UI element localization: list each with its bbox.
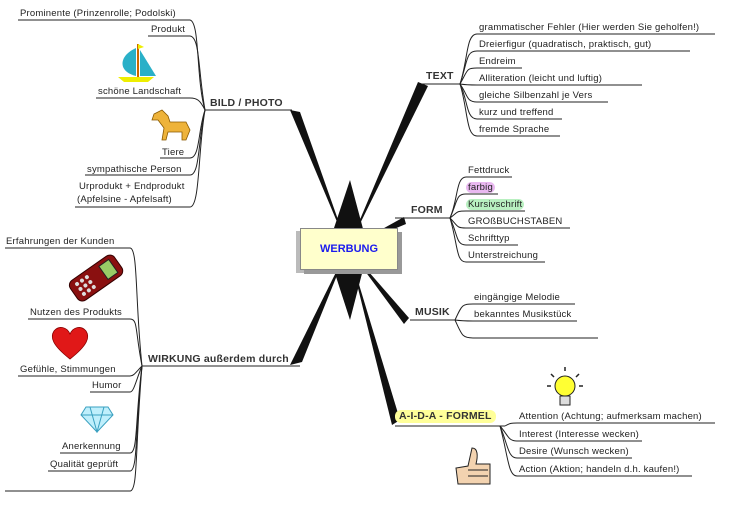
form-item[interactable]: GROßBUCHSTABEN (468, 216, 563, 227)
bild-item[interactable]: Produkt (151, 24, 186, 35)
form-item-colored[interactable]: farbig (466, 182, 495, 193)
text-item[interactable]: grammatischer Fehler (Hier werden Sie ge… (479, 22, 700, 33)
aida-item[interactable]: Attention (Achtung; aufmerksam machen) (519, 411, 702, 422)
text-item[interactable]: kurz und treffend (479, 107, 554, 118)
light-bulb-icon (545, 366, 585, 411)
branch-form[interactable]: FORM (411, 204, 443, 216)
branch-musik[interactable]: MUSIK (415, 306, 450, 318)
musik-item[interactable]: bekanntes Musikstück (474, 309, 572, 320)
thumbs-up-icon (452, 446, 494, 493)
form-item[interactable]: Unterstreichung (468, 250, 539, 261)
text-item[interactable]: fremde Sprache (479, 124, 550, 135)
wirkung-item[interactable]: Anerkennung (62, 441, 121, 452)
text-item[interactable]: Alliteration (leicht und luftig) (479, 73, 603, 84)
branch-wirkung[interactable]: WIRKUNG außerdem durch (148, 353, 289, 365)
bild-item[interactable]: sympathische Person (87, 164, 182, 175)
sailboat-icon (116, 42, 156, 87)
wirkung-item[interactable]: Humor (92, 380, 122, 391)
dog-icon (150, 108, 192, 145)
wirkung-item[interactable]: Nutzen des Produkts (30, 307, 122, 318)
wirkung-item[interactable]: Erfahrungen der Kunden (6, 236, 115, 247)
bild-item[interactable]: Prominente (Prinzenrolle; Podolski) (20, 8, 176, 19)
text-item[interactable]: gleiche Silbenzahl je Vers (479, 90, 593, 101)
wirkung-item[interactable]: Gefühle, Stimmungen (20, 364, 116, 375)
text-item[interactable]: Dreierfigur (quadratisch, praktisch, gut… (479, 39, 652, 50)
form-item[interactable]: Schrifttyp (468, 233, 510, 244)
form-item-italic[interactable]: Kursivschrift (466, 199, 525, 210)
branch-text[interactable]: TEXT (426, 70, 454, 82)
wirkung-item[interactable]: Qualität geprüft (50, 459, 119, 470)
bild-item[interactable]: Tiere (162, 147, 185, 158)
diamond-icon (80, 405, 114, 436)
aida-item[interactable]: Desire (Wunsch wecken) (519, 446, 629, 457)
heart-icon (50, 325, 90, 364)
mobile-phone-icon (62, 253, 128, 310)
text-item[interactable]: Endreim (479, 56, 516, 67)
bild-item[interactable]: schöne Landschaft (98, 86, 182, 97)
branch-bild-photo[interactable]: BILD / PHOTO (210, 97, 283, 109)
form-item[interactable]: Fettdruck (468, 165, 510, 176)
branch-aida-formel[interactable]: A-I-D-A - FORMEL (395, 410, 496, 423)
musik-item[interactable]: eingängige Melodie (474, 292, 560, 303)
bild-item[interactable]: Urprodukt + Endprodukt (79, 181, 185, 192)
aida-item[interactable]: Interest (Interesse wecken) (519, 429, 639, 440)
central-topic-werbung[interactable]: WERBUNG (300, 228, 398, 270)
central-topic-label: WERBUNG (319, 243, 379, 255)
aida-item[interactable]: Action (Aktion; handeln d.h. kaufen!) (519, 464, 680, 475)
bild-item[interactable]: (Apfelsine - Apfelsaft) (77, 194, 172, 205)
